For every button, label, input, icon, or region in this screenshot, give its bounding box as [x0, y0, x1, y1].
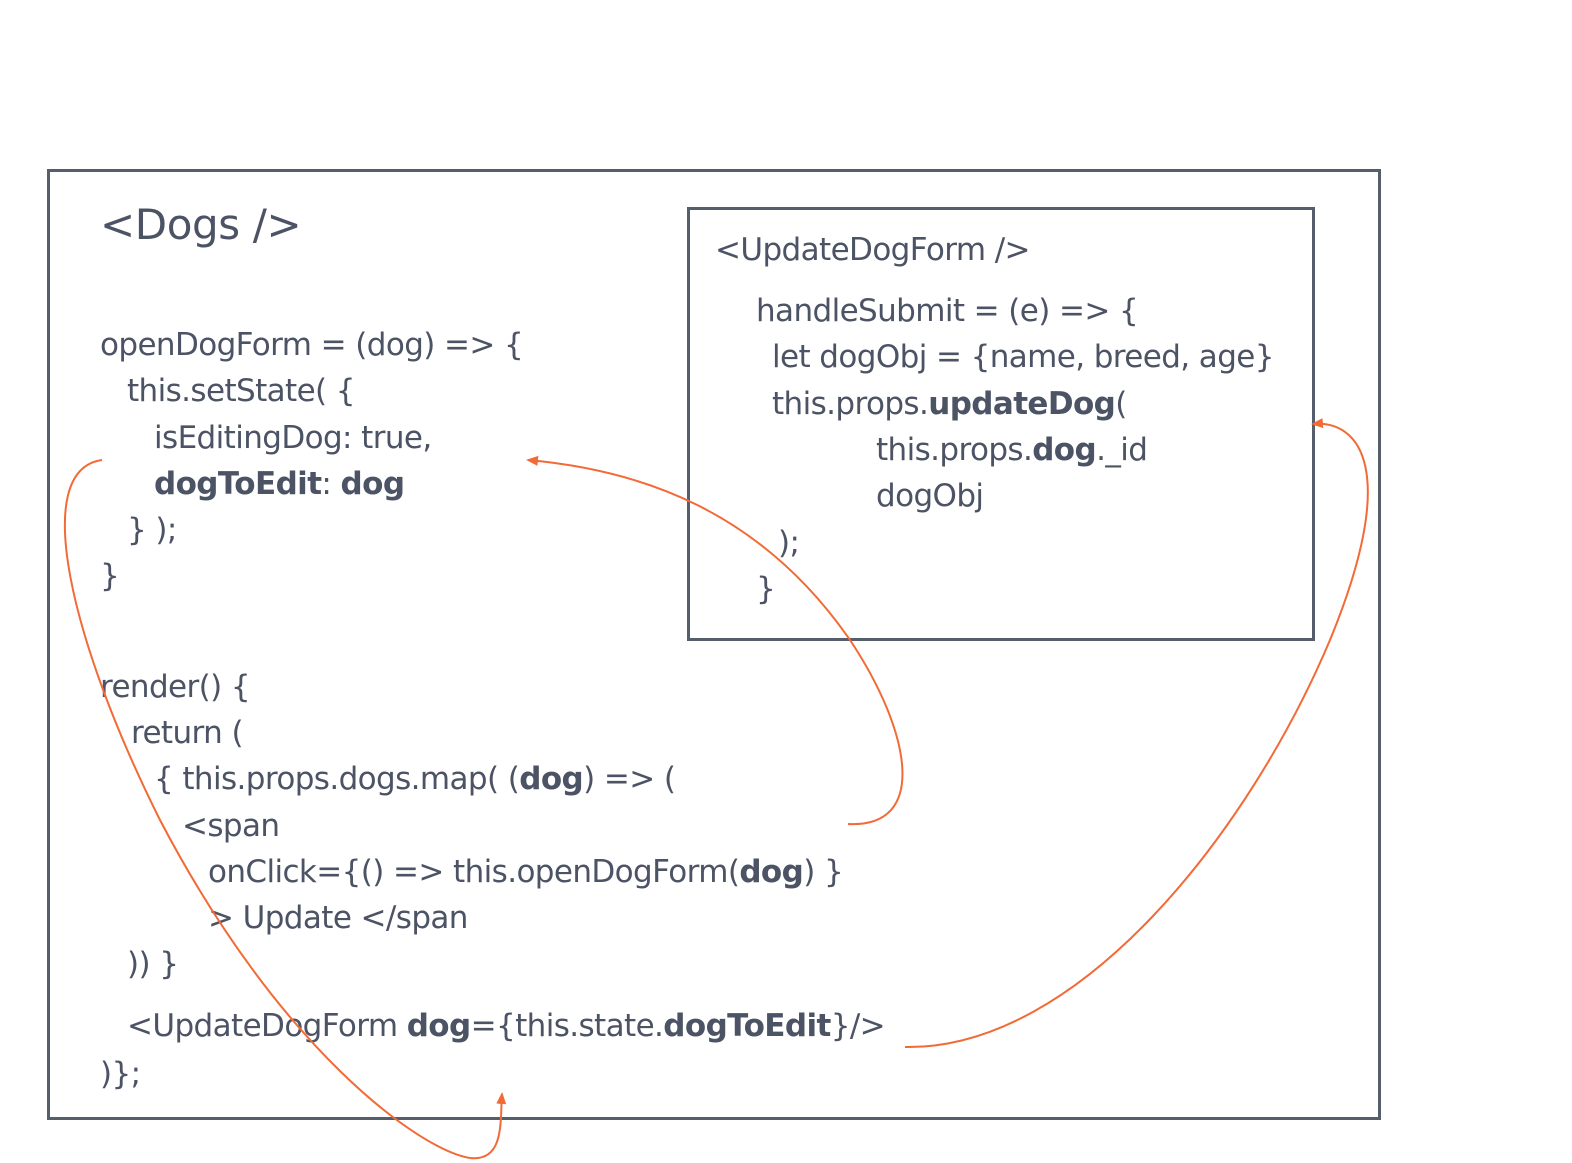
- map-arrow-text: ) => (: [583, 761, 676, 797]
- render-line-7: )) }: [127, 946, 179, 982]
- render-line-4: <span: [182, 808, 280, 844]
- render-line-6: > Update </span: [208, 900, 468, 936]
- render-line-5: onClick={() => this.openDogForm(dog) }: [208, 853, 844, 891]
- dogs-component-frame: [47, 169, 1381, 1120]
- submit-line-6: );: [778, 525, 800, 561]
- dog-to-edit-key: dogToEdit: [154, 466, 322, 502]
- id-access-text: ._id: [1096, 432, 1148, 468]
- open-form-line-2: this.setState( {: [127, 373, 356, 409]
- dog-prop-name: dog: [406, 1008, 471, 1044]
- render-line-9: )};: [100, 1056, 141, 1092]
- submit-line-5: dogObj: [876, 478, 984, 514]
- props-access-text-2: this.props.: [876, 432, 1033, 468]
- state-access-text: ={this.state.: [470, 1008, 664, 1044]
- dogs-component-title: <Dogs />: [100, 200, 302, 249]
- update-dog-form-title: <UpdateDogForm />: [715, 232, 1031, 268]
- update-dog-form-frame: [687, 207, 1315, 641]
- map-dog-param: dog: [519, 761, 584, 797]
- open-form-line-4: dogToEdit: dog: [154, 465, 405, 503]
- submit-line-2: let dogObj = {name, breed, age}: [772, 339, 1274, 375]
- submit-line-4: this.props.dog._id: [876, 431, 1148, 469]
- tag-close-text: }/>: [830, 1008, 886, 1044]
- map-call-text: { this.props.dogs.map( (: [154, 761, 520, 797]
- dog-prop-access: dog: [1032, 432, 1097, 468]
- submit-line-1: handleSubmit = (e) => {: [756, 293, 1139, 329]
- submit-line-7: }: [756, 571, 776, 607]
- open-paren-text: (: [1115, 386, 1127, 422]
- update-dog-call: updateDog: [928, 386, 1116, 422]
- colon-text: :: [321, 466, 341, 502]
- open-form-line-1: openDogForm = (dog) => {: [100, 327, 524, 363]
- render-line-8: <UpdateDogForm dog={this.state.dogToEdit…: [127, 1007, 886, 1045]
- render-line-1: render() {: [100, 669, 251, 705]
- update-form-tag-text: <UpdateDogForm: [127, 1008, 407, 1044]
- open-form-line-6: }: [100, 558, 120, 594]
- dog-value: dog: [340, 466, 405, 502]
- render-line-3: { this.props.dogs.map( (dog) => (: [154, 760, 676, 798]
- onclick-text: onClick={() => this.openDogForm(: [208, 854, 740, 890]
- open-form-line-3: isEditingDog: true,: [154, 420, 432, 456]
- open-form-line-5: } );: [127, 512, 177, 548]
- onclick-dog-arg: dog: [739, 854, 804, 890]
- dog-to-edit-state: dogToEdit: [663, 1008, 831, 1044]
- render-line-2: return (: [131, 715, 244, 751]
- submit-line-3: this.props.updateDog(: [772, 385, 1127, 423]
- props-access-text: this.props.: [772, 386, 929, 422]
- onclick-close-text: ) }: [803, 854, 844, 890]
